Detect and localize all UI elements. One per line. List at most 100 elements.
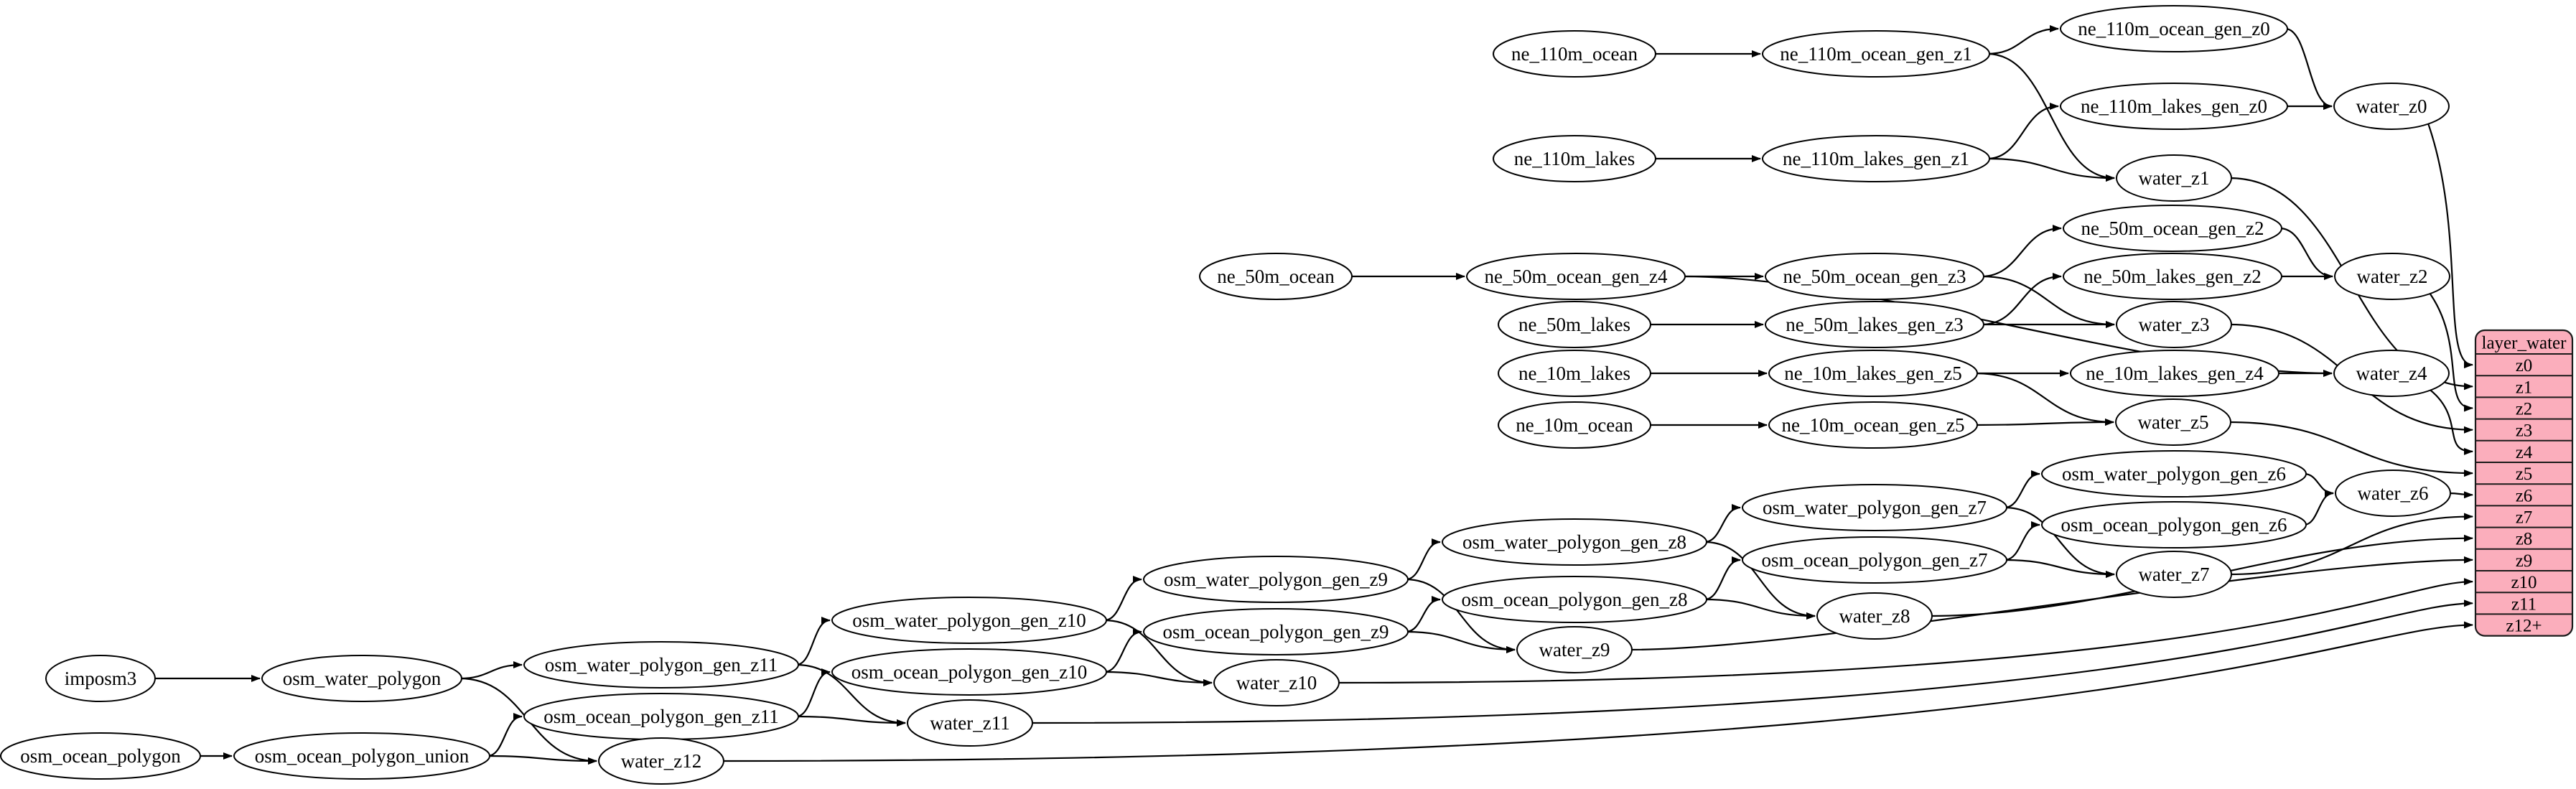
edge-water_z11-to-layer-water-z11 — [1030, 599, 2473, 724]
node-osm_water_polygon_gen_z7: osm_water_polygon_gen_z7 — [1742, 484, 2007, 531]
node-label-ne_110m_lakes: ne_110m_lakes — [1514, 148, 1635, 169]
node-ne_50m_lakes: ne_50m_lakes — [1498, 301, 1651, 348]
node-water_z8: water_z8 — [1816, 592, 1933, 640]
node-ne_50m_ocean: ne_50m_ocean — [1199, 253, 1353, 300]
edge-osm_ocean_polygon_gen_z7-to-water_z7 — [2004, 559, 2115, 578]
edge-osm_water_polygon_gen_z9-to-osm_water_polygon_gen_z8 — [1405, 538, 1441, 581]
node-ne_50m_ocean_gen_z2: ne_50m_ocean_gen_z2 — [2063, 205, 2282, 252]
node-ne_10m_ocean: ne_10m_ocean — [1498, 401, 1651, 449]
node-ellipse-osm_water_polygon_gen_z11 — [523, 641, 799, 688]
edge-water_z10-to-layer-water-z10 — [1336, 578, 2473, 684]
node-osm_ocean_polygon: osm_ocean_polygon — [0, 732, 201, 780]
edge-ne_10m_lakes_gen_z5-to-water_z5 — [1974, 372, 2114, 426]
node-ne_50m_lakes_gen_z3: ne_50m_lakes_gen_z3 — [1765, 301, 1984, 348]
table-row-label-z7: z7 — [2516, 508, 2533, 528]
node-ellipse-water_z6 — [2335, 470, 2451, 517]
node-ellipse-water_z7 — [2116, 551, 2232, 598]
edge-water_z5-to-layer-water-z5 — [2228, 421, 2473, 477]
node-ellipse-ne_110m_lakes_gen_z0 — [2060, 83, 2288, 130]
node-ellipse-osm_water_polygon_gen_z9 — [1143, 556, 1409, 603]
table-row-z3: z3 — [2475, 418, 2572, 441]
node-ne_10m_lakes: ne_10m_lakes — [1498, 350, 1651, 397]
node-osm_ocean_polygon_gen_z10: osm_ocean_polygon_gen_z10 — [831, 648, 1107, 696]
node-osm_water_polygon_gen_z6: osm_water_polygon_gen_z6 — [2041, 450, 2307, 498]
node-ellipse-imposm3 — [45, 655, 156, 702]
node-label-ne_110m_ocean: ne_110m_ocean — [1511, 43, 1638, 65]
node-ellipse-ne_50m_ocean_gen_z2 — [2063, 205, 2282, 252]
node-ellipse-ne_50m_lakes_gen_z3 — [1765, 301, 1984, 348]
node-ellipse-water_z2 — [2334, 253, 2450, 300]
table-row-z11: z11 — [2475, 592, 2572, 614]
edge-ne_110m_ocean_gen_z1-to-ne_110m_ocean_gen_z0 — [1987, 25, 2059, 55]
node-ellipse-osm_water_polygon_gen_z6 — [2041, 450, 2307, 498]
node-label-imposm3: imposm3 — [65, 668, 137, 689]
node-label-water_z7: water_z7 — [2139, 564, 2210, 585]
table-row-z0: z0 — [2516, 356, 2533, 375]
table-row-z8: z8 — [2475, 526, 2572, 549]
node-label-ne_110m_ocean_gen_z1: ne_110m_ocean_gen_z1 — [1780, 43, 1971, 65]
table-row-z4: z4 — [2475, 439, 2572, 462]
node-label-osm_ocean_polygon_gen_z6: osm_ocean_polygon_gen_z6 — [2061, 514, 2287, 536]
node-label-water_z10: water_z10 — [1236, 672, 1317, 694]
node-label-ne_10m_ocean: ne_10m_ocean — [1516, 414, 1633, 436]
table-row-z6: z6 — [2475, 483, 2572, 505]
node-label-osm_ocean_polygon_gen_z8: osm_ocean_polygon_gen_z8 — [1462, 589, 1688, 610]
node-label-osm_water_polygon_gen_z10: osm_water_polygon_gen_z10 — [852, 610, 1086, 631]
edge-ne_110m_lakes_gen_z1-to-water_z1 — [1987, 157, 2115, 182]
node-ellipse-osm_ocean_polygon_gen_z10 — [831, 648, 1107, 696]
table-row-z5: z5 — [2475, 462, 2572, 484]
table-row-label-z4: z4 — [2516, 443, 2533, 462]
node-ellipse-osm_water_polygon_gen_z10 — [831, 597, 1107, 644]
table-row-z7: z7 — [2475, 505, 2572, 528]
node-ellipse-ne_50m_lakes — [1498, 301, 1651, 348]
edge-osm_ocean_polygon_gen_z9-to-water_z9 — [1405, 630, 1516, 653]
node-label-osm_water_polygon_gen_z9: osm_water_polygon_gen_z9 — [1164, 569, 1388, 590]
node-ellipse-water_z10 — [1213, 659, 1340, 706]
node-ellipse-water_z3 — [2116, 301, 2232, 348]
edge-osm_water_polygon_gen_z11-to-osm_water_polygon_gen_z10 — [795, 617, 831, 666]
edge-ne_50m_lakes_gen_z3-to-ne_50m_lakes_gen_z2 — [1981, 273, 2062, 326]
node-osm_ocean_polygon_gen_z7: osm_ocean_polygon_gen_z7 — [1742, 536, 2007, 584]
node-osm_ocean_polygon_gen_z9: osm_ocean_polygon_gen_z9 — [1143, 608, 1409, 655]
node-label-ne_10m_lakes: ne_10m_lakes — [1518, 363, 1630, 384]
edge-ne_50m_ocean_gen_z3-to-ne_50m_ocean_gen_z2 — [1981, 225, 2062, 278]
edge-osm_ocean_polygon_gen_z9-to-osm_ocean_polygon_gen_z8 — [1405, 596, 1441, 633]
layer-water-table-title: layer_water — [2482, 334, 2567, 353]
node-label-water_z12: water_z12 — [621, 750, 701, 772]
node-label-osm_water_polygon_gen_z6: osm_water_polygon_gen_z6 — [2062, 463, 2286, 485]
table-row-label-z2: z2 — [2516, 400, 2533, 419]
node-ellipse-osm_water_polygon_gen_z7 — [1742, 484, 2007, 531]
node-label-ne_50m_lakes_gen_z3: ne_50m_lakes_gen_z3 — [1786, 314, 1963, 335]
node-label-osm_ocean_polygon: osm_ocean_polygon — [20, 745, 181, 767]
edge-ne_110m_lakes_gen_z1-to-ne_110m_lakes_gen_z0 — [1987, 103, 2059, 160]
node-ellipse-osm_ocean_polygon_gen_z7 — [1742, 536, 2007, 584]
node-label-osm_ocean_polygon_gen_z11: osm_ocean_polygon_gen_z11 — [543, 706, 778, 727]
node-ellipse-ne_110m_ocean_gen_z1 — [1762, 30, 1990, 78]
table-row-label-z9: z9 — [2516, 551, 2533, 571]
node-ne_110m_lakes_gen_z0: ne_110m_lakes_gen_z0 — [2060, 83, 2288, 130]
edge-water_z7-to-layer-water-z7 — [2229, 513, 2473, 576]
node-ellipse-ne_50m_lakes_gen_z2 — [2063, 253, 2282, 300]
node-label-osm_water_polygon_gen_z11: osm_water_polygon_gen_z11 — [545, 654, 778, 676]
node-label-water_z2: water_z2 — [2357, 266, 2428, 287]
node-imposm3: imposm3 — [45, 655, 156, 702]
edge-osm_ocean_polygon_gen_z10-to-water_z10 — [1103, 671, 1213, 686]
node-ellipse-ne_10m_lakes — [1498, 350, 1651, 397]
node-ne_50m_lakes_gen_z2: ne_50m_lakes_gen_z2 — [2063, 253, 2282, 300]
node-ellipse-osm_ocean_polygon_union — [233, 732, 490, 780]
node-ne_10m_lakes_gen_z5: ne_10m_lakes_gen_z5 — [1768, 350, 1978, 397]
node-water_z7: water_z7 — [2116, 551, 2232, 598]
edge-osm_ocean_polygon_gen_z7-to-osm_ocean_polygon_gen_z6 — [2004, 521, 2040, 561]
edge-ne_50m_ocean_gen_z3-to-water_z3 — [1981, 275, 2115, 328]
node-ne_110m_lakes: ne_110m_lakes — [1493, 135, 1656, 182]
node-label-osm_ocean_polygon_gen_z9: osm_ocean_polygon_gen_z9 — [1163, 621, 1389, 643]
edge-ne_110m_ocean_gen_z1-to-water_z1 — [1987, 52, 2115, 182]
node-label-ne_10m_lakes_gen_z5: ne_10m_lakes_gen_z5 — [1784, 363, 1961, 384]
node-ellipse-water_z11 — [907, 699, 1033, 747]
edge-osm_water_polygon_gen_z10-to-water_z10 — [1103, 619, 1213, 686]
node-water_z5: water_z5 — [2115, 398, 2231, 446]
node-osm_ocean_polygon_gen_z6: osm_ocean_polygon_gen_z6 — [2041, 501, 2307, 548]
